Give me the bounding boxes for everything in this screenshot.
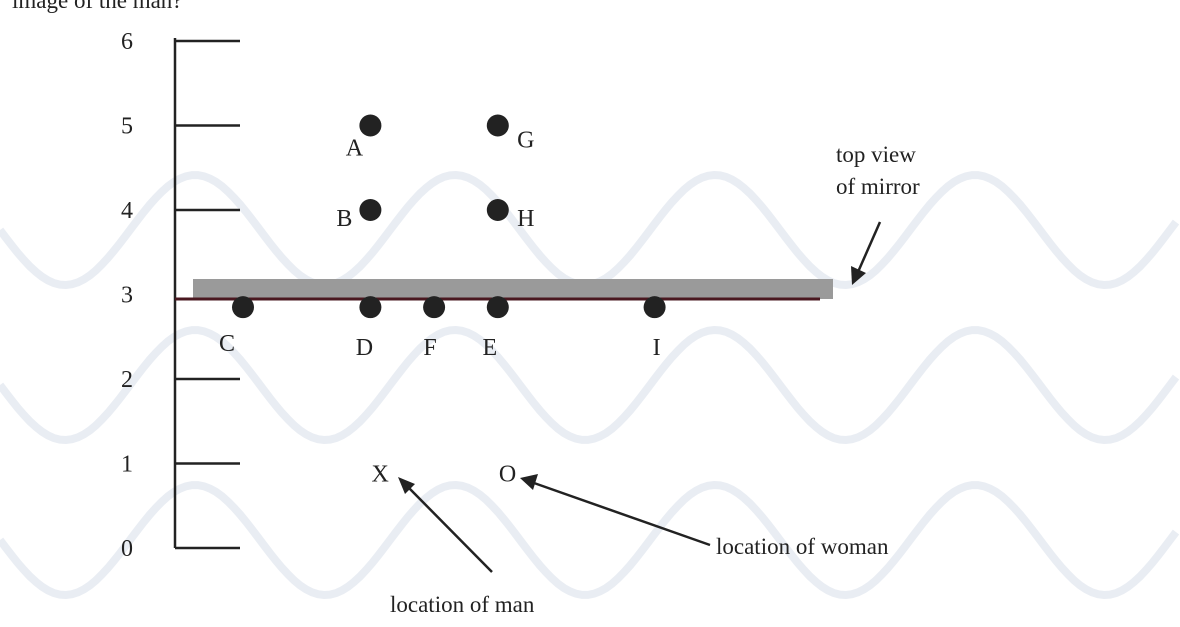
point-label-i: I (653, 335, 661, 361)
point-label-b: B (336, 206, 352, 232)
y-tick-label: 3 (121, 283, 133, 309)
point-label-g: G (517, 128, 534, 154)
mirror-arrow (851, 221, 882, 285)
mirror-annotation-line2: of mirror (836, 174, 920, 199)
mirror (193, 279, 833, 299)
woman-arrow (520, 474, 711, 547)
point-label-h: H (517, 206, 534, 232)
y-axis-ticks: 0 1 2 3 4 5 6 (121, 29, 240, 562)
point-a (359, 114, 382, 137)
point-g (486, 114, 509, 137)
point-label-a: A (346, 136, 364, 162)
woman-annotation: location of woman (716, 534, 889, 559)
point-label-d: D (356, 335, 373, 361)
woman-marker: O (499, 462, 516, 488)
mirror-annotation-line1: top view (836, 142, 916, 167)
header-text: image of the man? (12, 0, 183, 13)
point-label-c: C (219, 331, 235, 357)
y-tick-label: 5 (121, 114, 133, 140)
man-arrow (398, 477, 493, 573)
y-tick-label: 1 (121, 452, 133, 478)
point-label-e: E (482, 335, 497, 361)
point-b (359, 199, 382, 221)
background-watermark (0, 170, 1180, 600)
image-points: A G B H C D F E I (219, 114, 666, 361)
point-f (423, 296, 446, 319)
man-annotation: location of man (390, 592, 535, 617)
point-h (486, 199, 509, 221)
man-marker: X (372, 462, 389, 488)
point-i (643, 296, 666, 319)
y-tick-label: 0 (121, 536, 133, 562)
y-tick-label: 4 (121, 198, 133, 224)
point-label-f: F (423, 335, 436, 361)
point-d (359, 296, 382, 319)
point-e (486, 296, 509, 319)
y-tick-label: 6 (121, 29, 133, 55)
y-tick-label: 2 (121, 367, 133, 393)
point-c (232, 296, 254, 319)
